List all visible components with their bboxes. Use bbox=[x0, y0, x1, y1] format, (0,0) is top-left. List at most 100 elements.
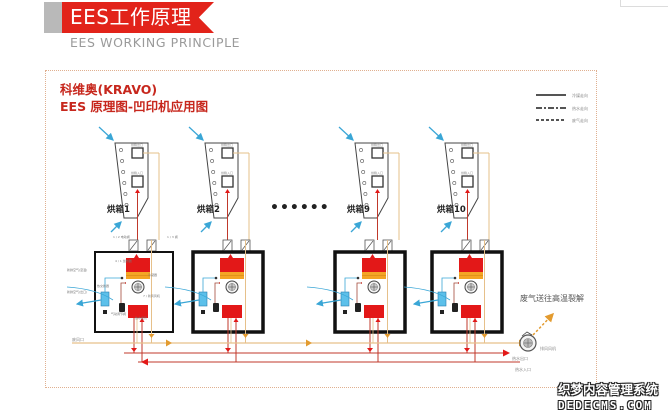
heater-block bbox=[220, 258, 244, 272]
flow-arrow bbox=[141, 358, 148, 366]
arrow-icon bbox=[242, 334, 249, 338]
flow-arrow bbox=[306, 339, 312, 347]
sensor-icon bbox=[440, 310, 444, 314]
pipe bbox=[356, 282, 362, 303]
label-fresh-air-out: 新鲜空气(出口) bbox=[67, 289, 87, 294]
pump-icon bbox=[355, 303, 361, 312]
heater-block bbox=[362, 258, 386, 272]
diagram-title-main: EES 原理图-凹印机应用图 bbox=[60, 99, 209, 114]
pump-icon bbox=[452, 303, 458, 312]
pipe bbox=[214, 282, 220, 303]
diagram-frame bbox=[45, 70, 597, 388]
air-in-arrow-icon bbox=[188, 126, 204, 141]
arrow-icon bbox=[467, 254, 472, 258]
oven-outlet-label: 烘箱出口 bbox=[131, 142, 143, 147]
oven-inlet-box bbox=[131, 175, 144, 188]
air-out-arrow-icon bbox=[173, 299, 200, 307]
sensor-icon bbox=[103, 310, 107, 314]
label-fan: 7 / 新风风机 bbox=[143, 293, 160, 298]
hot-water-coil-block bbox=[461, 305, 481, 318]
nozzle-icon bbox=[123, 192, 128, 196]
flow-arrow bbox=[503, 349, 510, 357]
air-line bbox=[202, 277, 216, 292]
exhaust-note: 废气送往高温裂解 bbox=[520, 293, 584, 303]
watermark-cn: 织梦内容管理系统 bbox=[558, 382, 659, 397]
heater-block bbox=[126, 258, 150, 272]
arrow-icon bbox=[370, 254, 375, 258]
inlet-arrow-icon bbox=[465, 189, 470, 193]
oven-label: 烘箱9 bbox=[347, 204, 370, 215]
oven-outlet-label: 烘箱出口 bbox=[221, 142, 233, 147]
watermark: 织梦内容管理系统 DEDECMS.COM bbox=[558, 379, 668, 415]
oven-outlet-label: 烘箱出口 bbox=[461, 142, 473, 147]
pump-icon bbox=[213, 303, 219, 312]
fresh-air-line bbox=[66, 286, 114, 301]
heat-unit-3 bbox=[306, 239, 407, 362]
inlet-arrow-icon bbox=[375, 189, 380, 193]
inlet-arrow-icon bbox=[135, 189, 140, 193]
oven-outlet-box bbox=[461, 147, 474, 159]
hot-water-coil-block bbox=[364, 305, 384, 318]
nozzle-icon bbox=[121, 170, 126, 174]
nozzle-icon bbox=[211, 170, 216, 174]
nozzle-icon bbox=[364, 203, 369, 207]
label-exhaust-fan: 排风风机 bbox=[540, 345, 556, 351]
air-in-arrow-icon bbox=[428, 126, 444, 141]
nozzle-icon bbox=[214, 203, 219, 207]
nozzle-icon bbox=[360, 159, 365, 163]
bottom-pipes: 废风口 热水出口 热水入口 bbox=[72, 336, 531, 372]
nozzle-icon bbox=[124, 203, 129, 207]
hot-water-coil-block bbox=[128, 305, 148, 318]
arrow-icon bbox=[233, 318, 239, 322]
exhaust-direction-arrow bbox=[532, 312, 555, 336]
label-exhaust-outlet: 废风口 bbox=[72, 336, 84, 342]
nozzle-icon bbox=[454, 203, 459, 207]
oven-outlet-label: 烘箱出口 bbox=[371, 142, 383, 147]
nozzle-icon bbox=[450, 159, 455, 163]
oven-inlet-label: 烘箱入口 bbox=[131, 170, 143, 175]
hot-water-coil-block bbox=[222, 305, 242, 318]
nozzle-icon bbox=[210, 159, 215, 163]
pipe bbox=[120, 282, 126, 303]
air-out-arrow-icon bbox=[412, 299, 439, 307]
air-line bbox=[344, 277, 358, 292]
heat-unit-2 bbox=[164, 239, 265, 362]
air-in-arrow-icon bbox=[338, 126, 354, 141]
nozzle-icon bbox=[119, 148, 123, 152]
label-valve-right: 1 / 3 阀 bbox=[167, 234, 178, 239]
arrow-icon bbox=[367, 348, 373, 352]
banner-title: EES工作原理 bbox=[62, 2, 214, 33]
label-coil: 冷凝器 bbox=[148, 272, 157, 277]
label-hot-water-in: 热水入口 bbox=[515, 366, 531, 372]
arrow-icon bbox=[139, 318, 145, 322]
label-bottom-heater: 热水盘管 bbox=[135, 315, 147, 320]
oven-inlet-label: 烘箱入口 bbox=[461, 170, 473, 175]
inlet-arrow-icon bbox=[225, 189, 230, 193]
sensor-icon bbox=[201, 310, 205, 314]
arrow-icon bbox=[148, 334, 155, 338]
nozzle-icon bbox=[212, 181, 217, 185]
heater-block bbox=[459, 258, 483, 272]
oven-outlet-box bbox=[131, 147, 144, 159]
arrow-icon bbox=[134, 254, 139, 258]
nozzle-icon bbox=[361, 170, 366, 174]
label-heat-exchanger: 热交换器 bbox=[97, 283, 109, 288]
diagram-title-brand: 科维奥(KRAVO) bbox=[60, 82, 158, 97]
nozzle-icon bbox=[363, 192, 368, 196]
air-out-arrow-icon bbox=[110, 221, 122, 233]
nozzle-icon bbox=[122, 181, 127, 185]
arrow-icon bbox=[464, 348, 470, 352]
air-out-arrow-icon bbox=[440, 221, 452, 233]
air-out-arrow-icon bbox=[350, 221, 362, 233]
banner-accent bbox=[44, 2, 62, 33]
nozzle-icon bbox=[452, 181, 457, 185]
nozzle-icon bbox=[209, 148, 213, 152]
fresh-air-line bbox=[403, 286, 451, 301]
legend-label-dashed: 废气走向 bbox=[572, 117, 588, 123]
nozzle-icon bbox=[213, 192, 218, 196]
arrow-icon bbox=[228, 254, 233, 258]
oven-inlet-label: 烘箱入口 bbox=[221, 170, 233, 175]
sensor-icon bbox=[343, 310, 347, 314]
